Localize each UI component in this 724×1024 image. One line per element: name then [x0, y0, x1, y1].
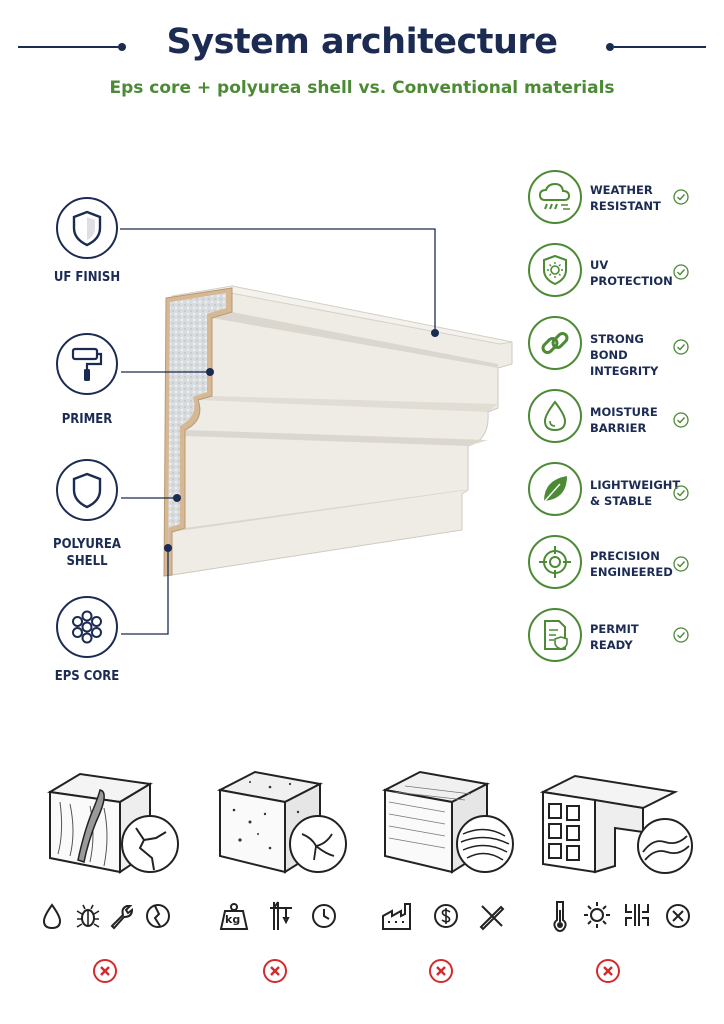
leader-dot-primer: [206, 368, 214, 376]
check-icon: [673, 556, 689, 572]
expansion-icon: [625, 904, 649, 926]
leader-dot-uf: [431, 329, 439, 337]
beads-icon: [72, 610, 102, 644]
layer-label-uf-finish: UF FINISH: [53, 270, 121, 285]
factory-icon: [382, 903, 411, 930]
layer-uf-finish: [56, 197, 118, 259]
moulding-diagram: [120, 228, 513, 635]
moulding-front-face: [171, 285, 513, 576]
layer-label-primer: PRIMER: [61, 412, 113, 427]
feature-weather-resistant: [528, 170, 582, 224]
check-icon: [673, 339, 689, 355]
title-dot-right: [606, 43, 614, 51]
material-concrete: [216, 770, 347, 874]
bug-icon: [76, 904, 100, 928]
x-mark-icon: [596, 959, 620, 983]
feature-lightweight: [528, 462, 582, 516]
feature-precision: [528, 535, 582, 589]
material-pvc: [539, 774, 693, 874]
page-title: System architecture: [166, 22, 558, 62]
check-icon: [673, 189, 689, 205]
water-drop-icon: [543, 400, 567, 432]
thermometer-icon: [553, 901, 567, 932]
leaf-icon: [542, 476, 567, 504]
x-mark-icon: [429, 959, 453, 983]
layer-label-polyurea-shell: POLYUREA SHELL: [53, 537, 121, 569]
weight-icon: [219, 903, 249, 930]
crane-icon: [270, 901, 292, 930]
feature-permit-ready: [528, 608, 582, 662]
clock-icon: [312, 904, 336, 928]
dollar-icon: [434, 904, 458, 928]
sun-shield-icon: [543, 254, 567, 286]
layer-eps-core: [56, 596, 118, 658]
feature-strong-bond: [528, 316, 582, 370]
crack-icon: [146, 904, 170, 928]
eps-core-section: [168, 293, 226, 570]
title-dot-left: [118, 43, 126, 51]
crosshair-icon: [539, 546, 571, 578]
leader-eps: [121, 548, 169, 635]
wrench-icon: [110, 905, 134, 930]
title-rule-left: [18, 46, 118, 48]
leader-dot-polyurea: [173, 494, 181, 502]
shield-icon: [72, 472, 102, 509]
weight-label: kg: [225, 913, 241, 926]
feature-label-lightweight: LIGHTWEIGHT& STABLE: [590, 478, 681, 508]
tools-icon: [479, 905, 505, 931]
feature-uv-protection: [528, 243, 582, 297]
title-rule-right: [614, 46, 706, 48]
check-icon: [673, 485, 689, 501]
paint-roller-icon: [71, 347, 103, 381]
page-subtitle: Eps core + polyurea shell vs. Convention…: [109, 78, 615, 98]
shield-icon: [72, 210, 102, 247]
document-shield-icon: [544, 620, 568, 650]
layer-label-eps-core: EPS CORE: [54, 669, 120, 684]
check-icon: [673, 627, 689, 643]
layer-primer: [56, 333, 118, 395]
leader-dot-eps: [164, 544, 172, 552]
check-icon: [673, 412, 689, 428]
no-icon: [666, 904, 690, 928]
material-fiber-wood: [381, 770, 514, 874]
x-mark-icon: [93, 959, 117, 983]
x-mark-icon: [263, 959, 287, 983]
material-wood: [47, 772, 179, 874]
check-icon: [673, 264, 689, 280]
water-drop-icon: [42, 903, 62, 930]
sun-icon: [584, 902, 610, 928]
chain-link-icon: [541, 332, 569, 354]
feature-moisture-barrier: [528, 389, 582, 443]
layer-polyurea-shell: [56, 459, 118, 521]
leader-uf-finish: [120, 228, 436, 330]
cloud-weather-icon: [538, 182, 571, 210]
